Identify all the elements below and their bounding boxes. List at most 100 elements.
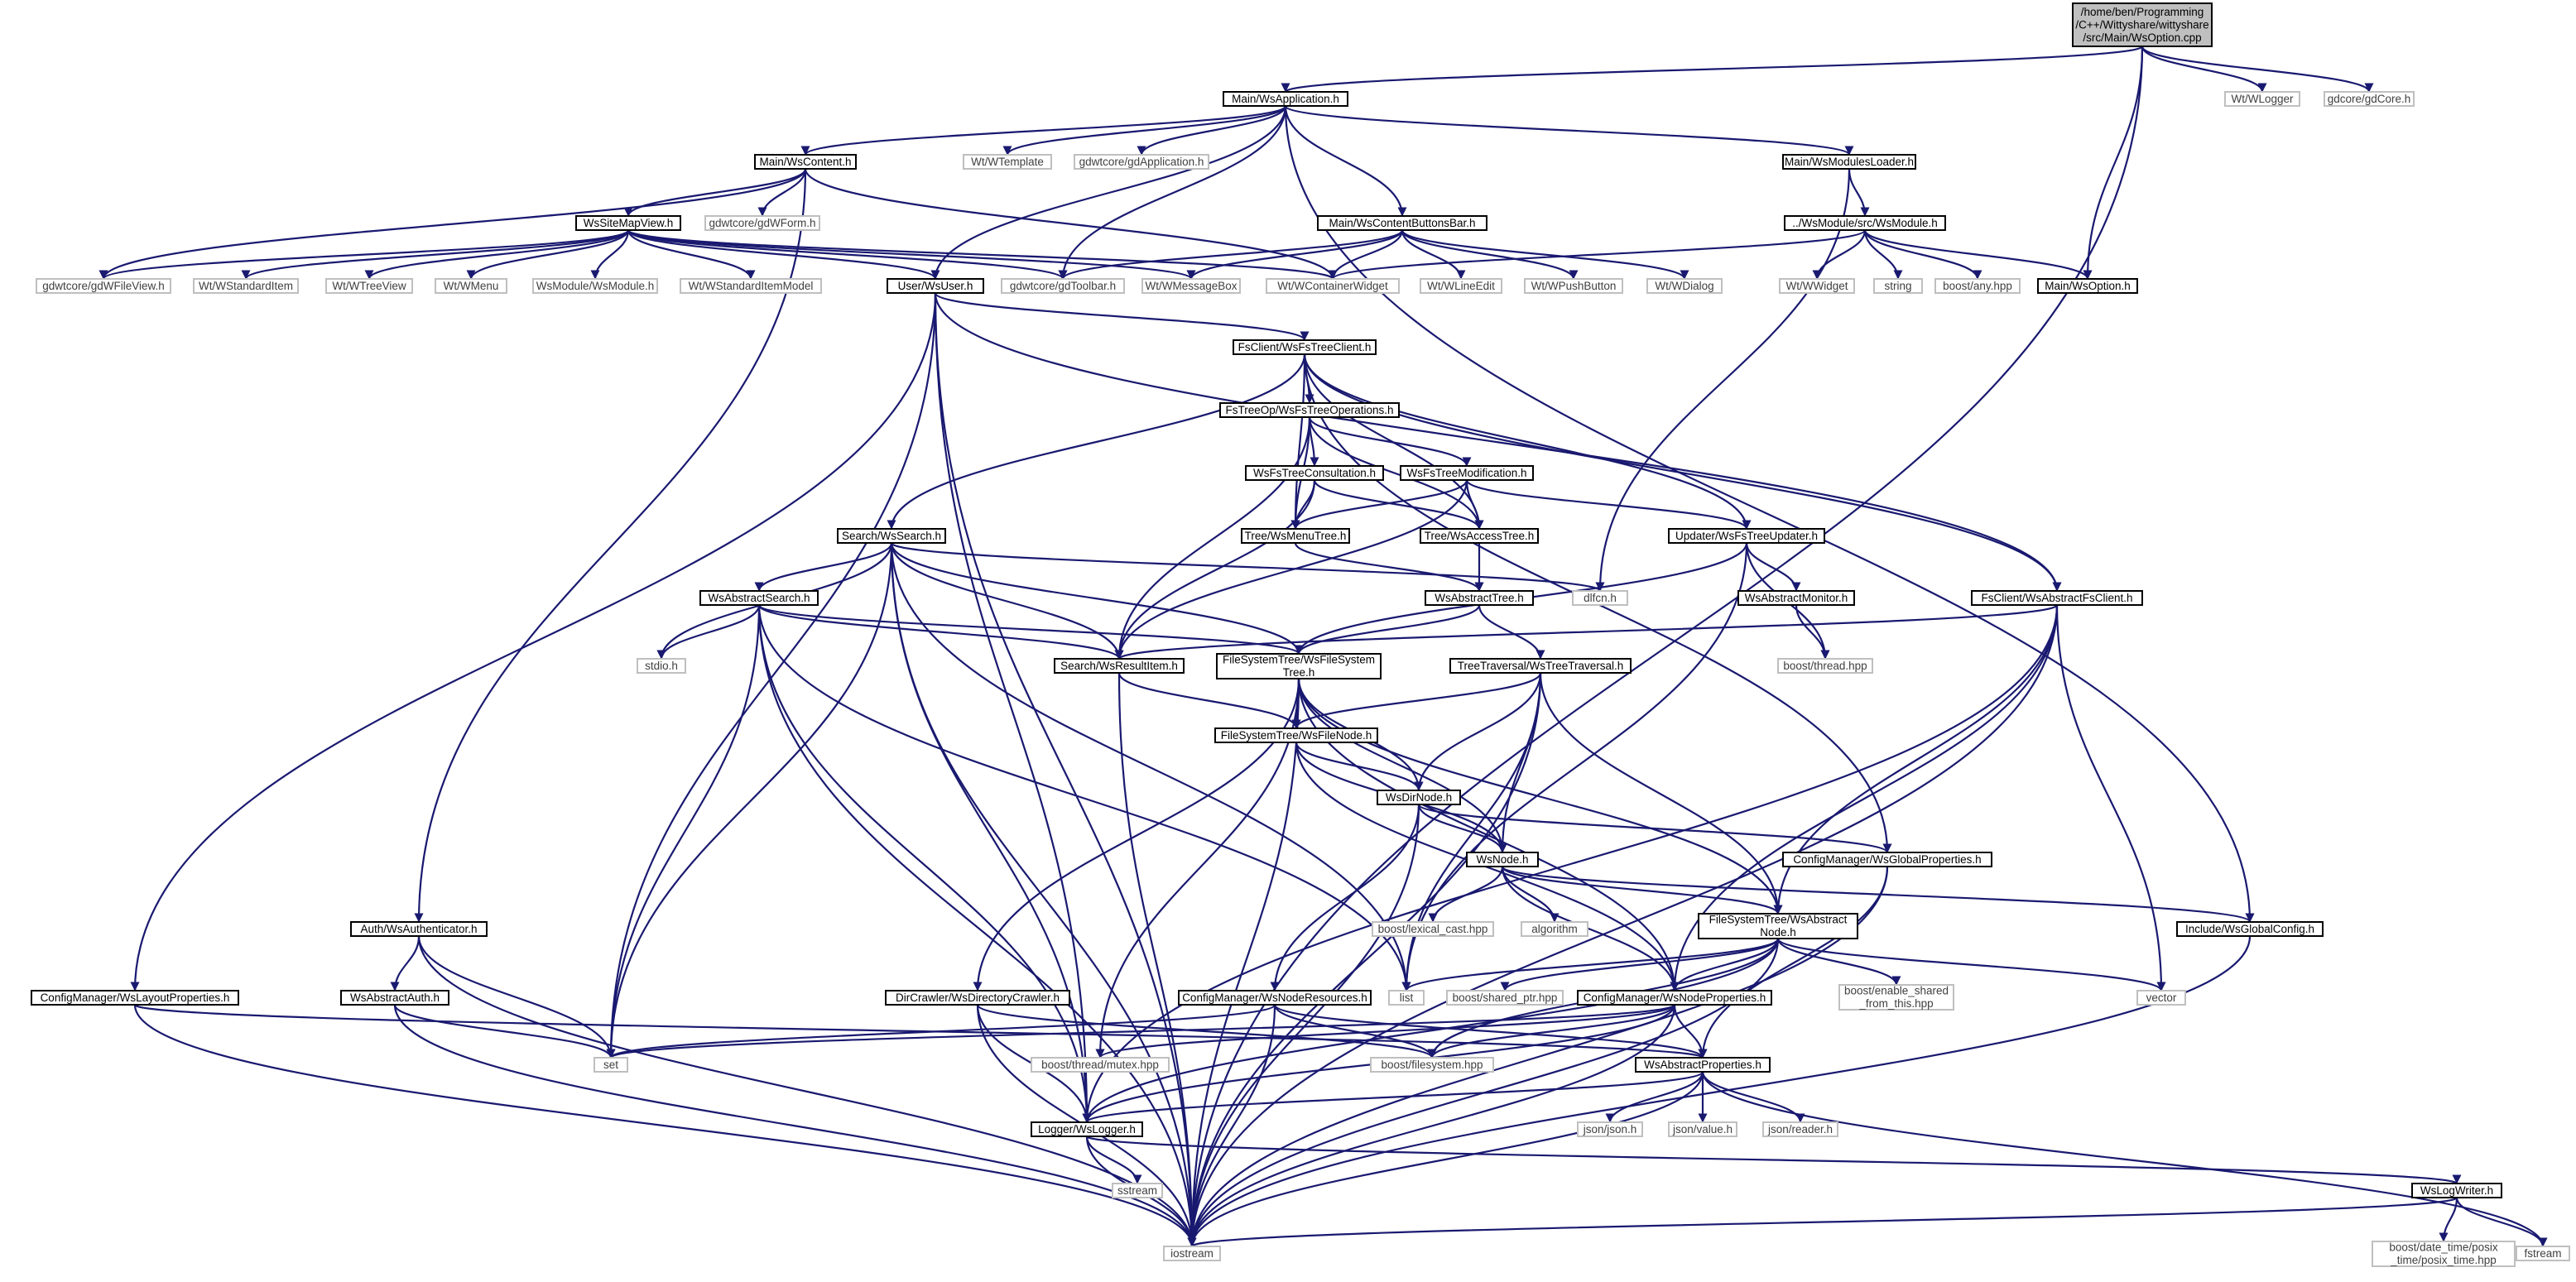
node-wssearch[interactable]: Search/WsSearch.h bbox=[837, 528, 946, 544]
node-dirnode[interactable]: WsDirNode.h bbox=[1377, 790, 1461, 805]
node-wsuser[interactable]: User/WsUser.h bbox=[887, 278, 984, 294]
node-filenode[interactable]: FileSystemTree/WsFileNode.h bbox=[1214, 727, 1378, 743]
edge-wslogger-to-logwriter bbox=[1085, 1135, 2461, 1185]
edge-treetraversal-to-iostream bbox=[1187, 672, 1542, 1247]
node-fstreeupdater[interactable]: Updater/WsFsTreeUpdater.h bbox=[1668, 528, 1825, 544]
edge-fstreeops-to-fstreemodif bbox=[1308, 416, 1472, 467]
edge-fstreeupdater-to-abstractmonitor bbox=[1745, 542, 1801, 592]
node-label: boost/thread/mutex.hpp bbox=[1041, 1059, 1159, 1071]
edge-abstractprops-to-iostream bbox=[1187, 1071, 1704, 1247]
edge-fstreeops-to-resultitem bbox=[1114, 416, 1311, 660]
node-nodeprops[interactable]: ConfigManager/WsNodeProperties.h bbox=[1577, 990, 1772, 1006]
node-box bbox=[1054, 658, 1185, 674]
edge-wsuser-to-set bbox=[606, 292, 937, 1059]
edge-wsuser-to-layoutprops bbox=[130, 292, 937, 992]
node-box bbox=[2072, 2, 2213, 47]
node-box bbox=[1777, 658, 1873, 674]
node-fstreeops[interactable]: FsTreeOp/WsFsTreeOperations.h bbox=[1219, 402, 1400, 418]
node-treetraversal[interactable]: TreeTraversal/WsTreeTraversal.h bbox=[1449, 658, 1632, 674]
node-label: Main/WsOption.h bbox=[2045, 280, 2131, 292]
node-wsmodule_src[interactable]: ../WsModule/src/WsModule.h bbox=[1784, 215, 1946, 231]
node-box bbox=[36, 278, 171, 294]
node-globalprops[interactable]: ConfigManager/WsGlobalProperties.h bbox=[1782, 852, 1992, 867]
edge-wsapplication-to-gdtoolbar bbox=[1058, 105, 1287, 280]
node-buttonsbar[interactable]: Main/WsContentButtonsBar.h bbox=[1317, 215, 1487, 231]
edge-filesystemtree-to-iostream bbox=[1187, 678, 1300, 1247]
node-abstracttree[interactable]: WsAbstractTree.h bbox=[1425, 590, 1534, 606]
node-label: ConfigManager/WsNodeResources.h bbox=[1182, 992, 1367, 1004]
node-label: Main/WsApplication.h bbox=[1232, 93, 1339, 105]
node-dircrawler[interactable]: DirCrawler/WsDirectoryCrawler.h bbox=[885, 990, 1070, 1006]
node-wmessagebox: Wt/WMessageBox bbox=[1141, 278, 1241, 294]
edge-wssearch-to-resultitem bbox=[890, 542, 1124, 660]
node-resultitem[interactable]: Search/WsResultItem.h bbox=[1054, 658, 1185, 674]
node-fstreemodif[interactable]: WsFsTreeModification.h bbox=[1400, 465, 1534, 481]
node-noderesources[interactable]: ConfigManager/WsNodeResources.h bbox=[1178, 990, 1372, 1006]
node-box bbox=[31, 990, 239, 1006]
edge-fstreemodif-to-fstreeupdater bbox=[1465, 479, 1752, 530]
edge-abstractnode-to-vector bbox=[1776, 938, 2166, 992]
node-label: User/WsUser.h bbox=[898, 280, 973, 292]
node-wsoption_h[interactable]: Main/WsOption.h bbox=[2037, 278, 2138, 294]
edge-buttonsbar-to-gdtoolbar bbox=[1058, 229, 1404, 280]
node-root[interactable]: /home/ben/Programming/C++/Wittyshare/wit… bbox=[2072, 2, 2213, 47]
node-logwriter[interactable]: WsLogWriter.h bbox=[2411, 1183, 2502, 1198]
node-label: vector bbox=[2146, 992, 2177, 1004]
node-label: Main/WsContentButtonsBar.h bbox=[1329, 217, 1475, 229]
node-fstreeclient[interactable]: FsClient/WsFsTreeClient.h bbox=[1233, 339, 1377, 355]
edge-wscontent-to-gdwform bbox=[757, 168, 807, 217]
node-fstreeconsult[interactable]: WsFsTreeConsultation.h bbox=[1245, 465, 1384, 481]
node-abstractauth[interactable]: WsAbstractAuth.h bbox=[340, 990, 449, 1006]
edge-wsapplication-to-globalconfig bbox=[1284, 105, 2255, 923]
node-label: FileSystemTree/WsAbstract bbox=[1709, 914, 1848, 926]
node-box bbox=[1466, 852, 1539, 867]
node-wsnode[interactable]: WsNode.h bbox=[1466, 852, 1539, 867]
edge-abstractfsclient-to-nodeprops bbox=[1670, 604, 2059, 992]
edge-filesystemtree-to-dircrawler bbox=[973, 678, 1300, 992]
node-box bbox=[325, 278, 413, 294]
node-layoutprops[interactable]: ConfigManager/WsLayoutProperties.h bbox=[31, 990, 239, 1006]
node-menutree[interactable]: Tree/WsMenuTree.h bbox=[1241, 528, 1350, 544]
edge-abstractprops-to-fstream bbox=[1701, 1071, 2548, 1247]
node-box bbox=[1577, 990, 1772, 1006]
node-sitemapview[interactable]: WsSiteMapView.h bbox=[575, 215, 681, 231]
node-label: Wt/WDialog bbox=[1655, 280, 1713, 292]
node-wpushbutton: Wt/WPushButton bbox=[1524, 278, 1623, 294]
node-box bbox=[1214, 727, 1378, 743]
node-box bbox=[350, 921, 488, 937]
node-box bbox=[680, 278, 822, 294]
node-label: Main/WsModulesLoader.h bbox=[1785, 156, 1914, 168]
edge-abstractnode-to-enableshared bbox=[1776, 938, 1901, 986]
node-jsonreader: json/reader.h bbox=[1762, 1121, 1838, 1137]
node-abstractprops[interactable]: WsAbstractProperties.h bbox=[1635, 1057, 1771, 1073]
node-wdialog: Wt/WDialog bbox=[1646, 278, 1723, 294]
node-box bbox=[2176, 921, 2324, 937]
node-box bbox=[532, 278, 658, 294]
node-abstractmonitor[interactable]: WsAbstractMonitor.h bbox=[1737, 590, 1855, 606]
node-box bbox=[1223, 91, 1348, 107]
node-modulesloader[interactable]: Main/WsModulesLoader.h bbox=[1782, 154, 1916, 170]
edge-nodeprops-to-set bbox=[606, 1003, 1676, 1059]
node-gdapplication: gdwtcore/gdApplication.h bbox=[1074, 154, 1209, 170]
node-box bbox=[1521, 921, 1588, 937]
node-wslogger[interactable]: Logger/WsLogger.h bbox=[1031, 1121, 1143, 1137]
edge-nodeprops-to-threadmutex bbox=[1095, 1003, 1676, 1059]
node-wsapplication[interactable]: Main/WsApplication.h bbox=[1223, 91, 1348, 107]
node-label: Wt/WTemplate bbox=[971, 156, 1044, 168]
node-wwidget: Wt/WWidget bbox=[1779, 278, 1855, 294]
edge-noderesources-to-set bbox=[606, 1003, 1276, 1059]
node-abstractsearch[interactable]: WsAbstractSearch.h bbox=[699, 590, 819, 606]
node-globalconfig[interactable]: Include/WsGlobalConfig.h bbox=[2176, 921, 2324, 937]
node-label: Node.h bbox=[1760, 926, 1796, 939]
node-wscontent[interactable]: Main/WsContent.h bbox=[754, 154, 857, 170]
node-label: Wt/WPushButton bbox=[1531, 280, 1617, 292]
edge-wssearch-to-iostream bbox=[890, 542, 1197, 1247]
edge-authenticator-to-set bbox=[417, 935, 616, 1059]
node-box bbox=[1572, 590, 1628, 606]
node-abstractfsclient[interactable]: FsClient/WsAbstractFsClient.h bbox=[1971, 590, 2143, 606]
node-iostream: iostream bbox=[1163, 1246, 1221, 1261]
node-authenticator[interactable]: Auth/WsAuthenticator.h bbox=[350, 921, 488, 937]
node-accesstree[interactable]: Tree/WsAccessTree.h bbox=[1420, 528, 1539, 544]
